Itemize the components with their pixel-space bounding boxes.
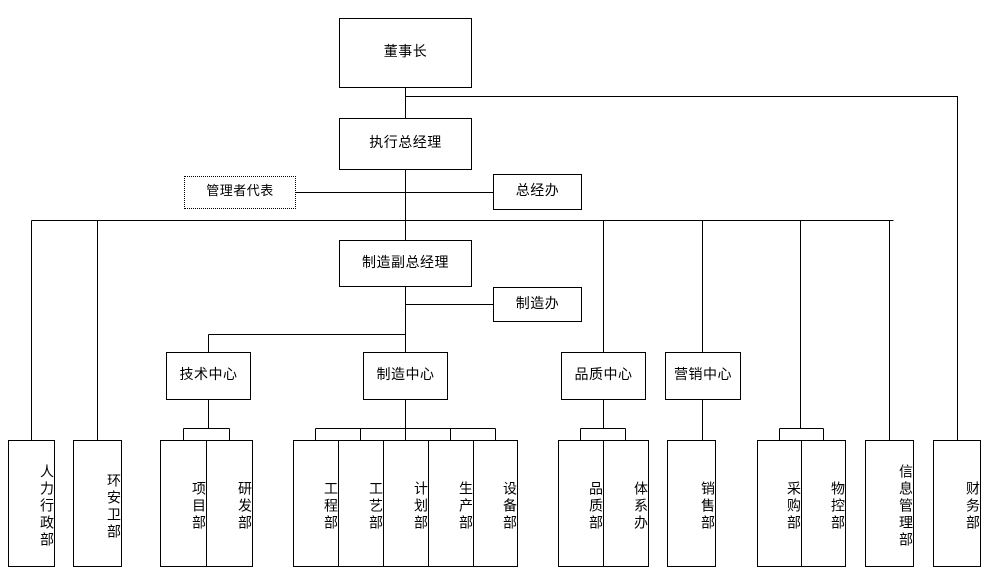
- node-general-manager-office[interactable]: 总经办: [493, 174, 582, 210]
- node-executive-general-manager-label: 执行总经理: [369, 135, 442, 152]
- node-executive-general-manager[interactable]: 执行总经理: [339, 118, 472, 170]
- node-chairman[interactable]: 董事长: [339, 18, 472, 88]
- node-technology-center-label: 技术中心: [179, 367, 238, 384]
- node-material-control-department-label: 物控部: [829, 481, 845, 532]
- node-project-department-label: 项目部: [190, 481, 206, 532]
- node-planning-department[interactable]: 计划部: [384, 441, 429, 566]
- node-quality-center-label: 品质中心: [574, 367, 633, 384]
- node-information-management-department-label: 信息管理部: [897, 464, 913, 549]
- node-marketing-center[interactable]: 营销中心: [665, 352, 741, 400]
- node-system-office-label: 体系办: [632, 481, 648, 532]
- node-quality-department[interactable]: 品质部: [559, 441, 604, 566]
- node-hr-admin-department-label: 人力行政部: [38, 464, 54, 549]
- node-manufacturing-vice-general-manager[interactable]: 制造副总经理: [339, 240, 472, 287]
- node-quality-center[interactable]: 品质中心: [561, 352, 646, 400]
- node-planning-department-label: 计划部: [412, 481, 428, 532]
- node-system-office[interactable]: 体系办: [604, 441, 648, 566]
- node-chairman-label: 董事长: [383, 44, 428, 61]
- node-production-department-label: 生产部: [457, 481, 473, 532]
- node-equipment-department-label: 设备部: [501, 481, 517, 532]
- group-supply-departments: 采购部 物控部: [757, 440, 846, 567]
- node-material-control-department[interactable]: 物控部: [802, 441, 845, 566]
- node-purchasing-department[interactable]: 采购部: [758, 441, 802, 566]
- node-rnd-department-label: 研发部: [236, 481, 252, 532]
- node-management-representative-label: 管理者代表: [206, 184, 274, 200]
- node-ehs-department[interactable]: 环安卫部: [73, 440, 122, 567]
- node-manufacturing-office[interactable]: 制造办: [493, 287, 582, 322]
- node-process-department[interactable]: 工艺部: [339, 441, 384, 566]
- node-manufacturing-office-label: 制造办: [515, 295, 560, 312]
- node-ehs-department-label: 环安卫部: [105, 472, 121, 541]
- node-finance-department-label: 财务部: [964, 481, 980, 532]
- node-information-management-department[interactable]: 信息管理部: [865, 440, 914, 567]
- node-sales-department-label: 销售部: [699, 481, 715, 532]
- node-project-department[interactable]: 项目部: [161, 441, 207, 566]
- node-manufacturing-center[interactable]: 制造中心: [363, 352, 448, 400]
- node-manufacturing-vice-general-manager-label: 制造副总经理: [362, 254, 449, 271]
- group-technology-departments: 项目部 研发部: [160, 440, 253, 567]
- node-hr-admin-department[interactable]: 人力行政部: [8, 440, 55, 567]
- node-equipment-department[interactable]: 设备部: [474, 441, 517, 566]
- node-engineering-department-label: 工程部: [322, 481, 338, 532]
- node-sales-department[interactable]: 销售部: [667, 440, 716, 567]
- node-management-representative[interactable]: 管理者代表: [184, 176, 296, 209]
- node-manufacturing-center-label: 制造中心: [376, 367, 435, 384]
- node-purchasing-department-label: 采购部: [785, 481, 801, 532]
- node-technology-center[interactable]: 技术中心: [166, 352, 251, 400]
- group-manufacturing-departments: 工程部 工艺部 计划部 生产部 设备部: [293, 440, 518, 567]
- node-production-department[interactable]: 生产部: [429, 441, 474, 566]
- node-quality-department-label: 品质部: [587, 481, 603, 532]
- node-process-department-label: 工艺部: [367, 481, 383, 532]
- node-finance-department[interactable]: 财务部: [933, 440, 981, 567]
- node-engineering-department[interactable]: 工程部: [294, 441, 339, 566]
- group-quality-departments: 品质部 体系办: [558, 440, 649, 567]
- node-marketing-center-label: 营销中心: [674, 367, 732, 384]
- node-rnd-department[interactable]: 研发部: [207, 441, 252, 566]
- node-general-manager-office-label: 总经办: [515, 183, 560, 200]
